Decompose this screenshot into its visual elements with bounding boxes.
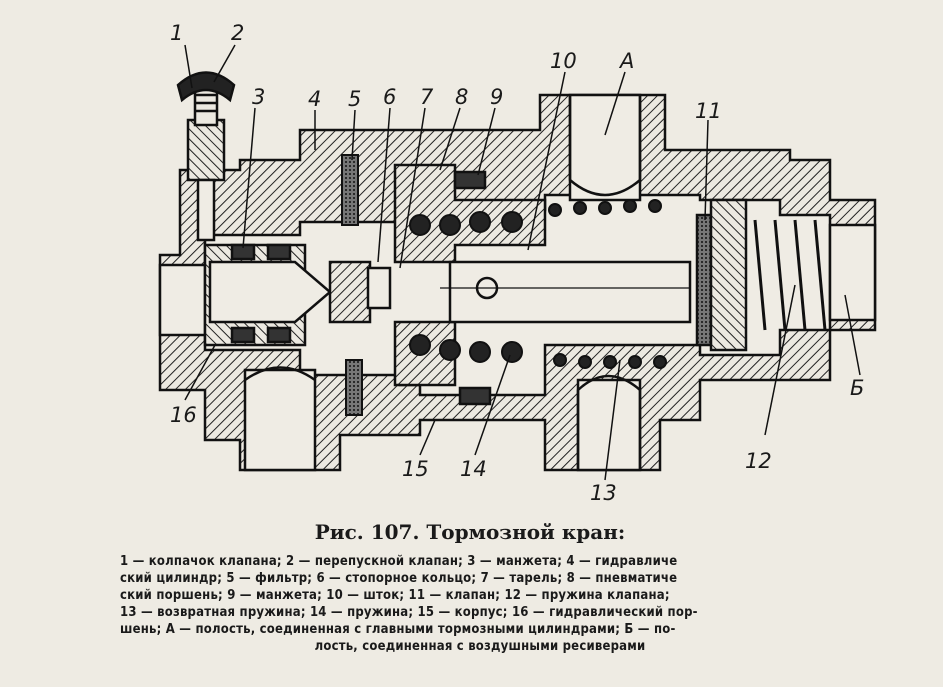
label-10: 10	[550, 49, 577, 73]
figure-legend: 1 — колпачок клапана; 2 — перепускной кл…	[120, 553, 920, 655]
figure-caption: Рис. 107. Тормозной кран:	[314, 520, 626, 544]
label-1: 1	[170, 21, 183, 45]
label-13: 13	[590, 481, 617, 505]
legend-line: ский цилиндр; 5 — фильтр; 6 — стопорное …	[120, 571, 678, 586]
springs	[409, 199, 667, 369]
label-9: 9	[490, 85, 503, 109]
legend-line: ский поршень; 9 — манжета; 10 — шток; 11…	[120, 588, 670, 603]
bleeder-valve	[176, 71, 236, 242]
hydraulic-piston	[203, 243, 372, 347]
label-8: 8	[455, 85, 468, 109]
label-4: 4	[308, 87, 321, 111]
label-11: 11	[695, 99, 722, 123]
label-7: 7	[420, 85, 434, 109]
brake-valve-drawing: 1 2 3 4 5 6 7 8 9 10 А 11 Б 12 13 14 15 …	[158, 21, 877, 505]
label-A: А	[618, 49, 634, 73]
legend-line: 1 — колпачок клапана; 2 — перепускной кл…	[120, 554, 678, 569]
filter	[341, 154, 363, 416]
label-2: 2	[231, 21, 244, 45]
part-labels: 1 2 3 4 5 6 7 8 9 10 А 11 Б 12 13 14 15 …	[170, 21, 864, 505]
leader-lines	[184, 44, 861, 481]
label-14: 14	[460, 457, 487, 481]
label-6: 6	[383, 85, 396, 109]
legend-line: шень; А — полость, соединенная с главным…	[120, 622, 676, 637]
label-16: 16	[170, 403, 197, 427]
pneumatic-piston	[366, 163, 692, 406]
valve-assembly	[695, 198, 827, 352]
label-5: 5	[348, 87, 361, 111]
legend-line: 13 — возвратная пружина; 14 — пружина; 1…	[120, 605, 698, 620]
legend-line: лость, соединенная с воздушными ресивера…	[314, 639, 646, 654]
label-12: 12	[745, 449, 772, 473]
label-3: 3	[252, 85, 265, 109]
label-B: Б	[850, 376, 864, 400]
label-15: 15	[402, 457, 429, 481]
